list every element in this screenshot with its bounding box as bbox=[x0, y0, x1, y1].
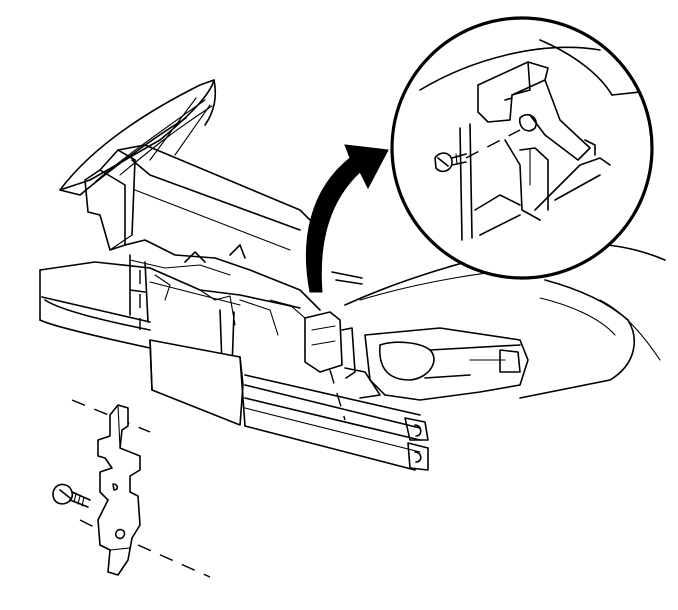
screw-icon bbox=[52, 483, 91, 508]
bracket-icon bbox=[71, 399, 211, 578]
hood-icon bbox=[59, 79, 217, 196]
headlamp-opening-icon bbox=[344, 327, 529, 401]
curved-arrow-icon bbox=[305, 144, 389, 293]
detail-magnifier-icon bbox=[390, 16, 654, 280]
front-bumper-bar-icon bbox=[39, 261, 429, 471]
